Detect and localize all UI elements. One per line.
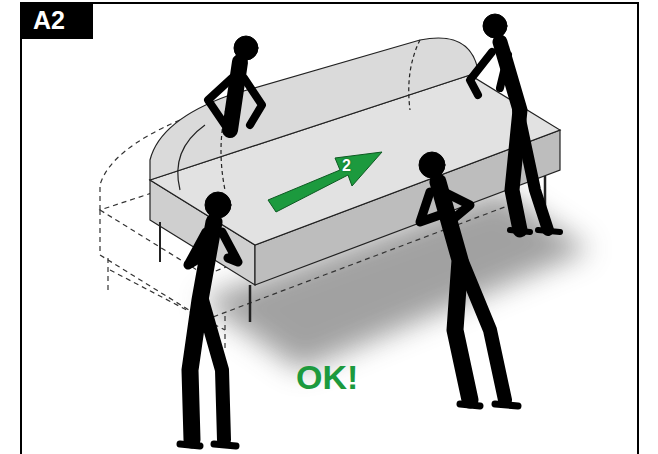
panel-frame: [21, 3, 638, 454]
step-label: A2: [33, 8, 65, 33]
ok-note: OK!: [296, 360, 358, 394]
lifting-people: [180, 14, 560, 446]
callout-number: 2: [342, 158, 351, 174]
step-tab: [21, 3, 93, 39]
direction-arrow: [268, 152, 382, 212]
